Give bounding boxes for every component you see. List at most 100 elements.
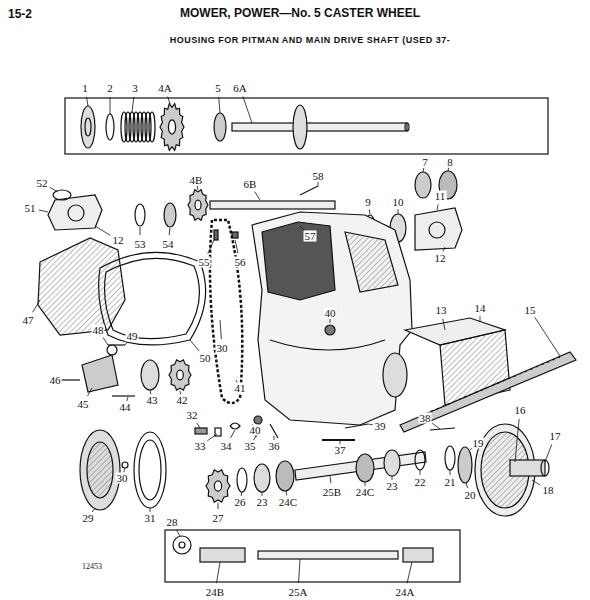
callout-number: 23 bbox=[256, 497, 269, 508]
callout-number: 28 bbox=[166, 517, 179, 528]
spring-coil bbox=[149, 112, 155, 142]
callout-number: 4A bbox=[157, 83, 172, 94]
leader-line bbox=[168, 97, 170, 104]
leader-line bbox=[450, 470, 451, 475]
callout-number: 41 bbox=[234, 383, 247, 394]
leader-line bbox=[535, 318, 560, 356]
callout-number: 6A bbox=[232, 83, 247, 94]
callout-number: 18 bbox=[542, 485, 555, 496]
leader-line bbox=[480, 316, 481, 322]
leader-line bbox=[432, 423, 440, 429]
leader-line bbox=[515, 419, 519, 462]
callout-number: 54 bbox=[162, 239, 175, 250]
sprocket bbox=[160, 104, 184, 151]
drive-chain bbox=[210, 220, 242, 403]
callout-number: 1 bbox=[81, 83, 89, 94]
leader-line bbox=[254, 436, 256, 440]
callout-number: 38 bbox=[419, 413, 432, 424]
leader-line bbox=[86, 97, 88, 106]
sprocket-hub bbox=[214, 481, 221, 491]
callout-number: 12 bbox=[112, 235, 125, 246]
callout-number: 52 bbox=[36, 178, 49, 189]
callout-number: 45 bbox=[77, 399, 90, 410]
sprocket bbox=[169, 360, 191, 390]
leader-line bbox=[190, 340, 199, 351]
leader-line bbox=[39, 210, 48, 212]
callout-number: 24A bbox=[395, 587, 416, 598]
figure-number: 12453 bbox=[81, 563, 103, 571]
leader-line bbox=[92, 508, 95, 512]
callout-number: 24B bbox=[205, 587, 225, 598]
leader-line bbox=[33, 300, 40, 312]
callout-number: 43 bbox=[146, 395, 159, 406]
lower-parts bbox=[80, 430, 472, 510]
sprocket bbox=[188, 190, 208, 220]
callout-number: 40 bbox=[249, 425, 262, 436]
page-number: 15-2 bbox=[7, 8, 33, 20]
callout-number: 31 bbox=[144, 513, 157, 524]
callout-number: 48 bbox=[92, 325, 105, 336]
leader-line bbox=[197, 186, 199, 190]
callout-number: 8 bbox=[446, 157, 454, 168]
leader-line bbox=[220, 320, 221, 339]
leader-line bbox=[369, 209, 371, 214]
leader-line bbox=[299, 559, 300, 583]
leader-line bbox=[103, 337, 108, 345]
callout-number: 11 bbox=[434, 191, 447, 202]
top-parts bbox=[81, 104, 409, 151]
callout-number: 12 bbox=[434, 253, 447, 264]
leader-line bbox=[286, 491, 288, 495]
leader-line bbox=[300, 226, 304, 230]
callout-number: 26 bbox=[234, 497, 247, 508]
callout-number: 9 bbox=[364, 197, 372, 208]
sprocket-hub bbox=[177, 370, 184, 380]
callout-number: 39 bbox=[374, 421, 387, 432]
callout-number: 27 bbox=[212, 513, 225, 524]
callout-number: 10 bbox=[392, 197, 405, 208]
callout-number: 55 bbox=[198, 257, 211, 268]
leader-line bbox=[127, 397, 128, 401]
bottom-parts bbox=[173, 536, 433, 562]
sprocket bbox=[206, 470, 230, 502]
callout-number: 29 bbox=[82, 513, 95, 524]
callout-number: 15 bbox=[524, 305, 537, 316]
callout-number: 30 bbox=[216, 343, 229, 354]
callout-number: 49 bbox=[126, 331, 139, 342]
callout-number: 23 bbox=[386, 481, 399, 492]
callout-number: 37 bbox=[334, 445, 347, 456]
callout-number: 46 bbox=[49, 375, 62, 386]
callout-number: 16 bbox=[514, 405, 527, 416]
leader-line bbox=[243, 97, 252, 123]
callout-number: 56 bbox=[234, 257, 247, 268]
leader-line bbox=[140, 227, 141, 235]
callout-number: 34 bbox=[220, 441, 233, 452]
callout-number: 32 bbox=[186, 410, 199, 421]
leader-line bbox=[398, 209, 399, 214]
leader-line bbox=[235, 240, 238, 253]
callout-number: 19 bbox=[472, 438, 485, 449]
callout-number: 51 bbox=[24, 203, 37, 214]
callout-number: 24C bbox=[355, 487, 375, 498]
leader-line bbox=[197, 423, 200, 428]
leader-line bbox=[407, 562, 412, 583]
callout-number: 24C bbox=[278, 497, 298, 508]
leader-line bbox=[532, 480, 540, 485]
callout-number: 6B bbox=[243, 179, 258, 190]
leader-line bbox=[423, 168, 425, 172]
callout-number: 47 bbox=[22, 315, 35, 326]
caster-wheel bbox=[430, 424, 549, 516]
leader-line bbox=[219, 97, 220, 113]
callout-number: 14 bbox=[474, 303, 487, 314]
leader-line bbox=[110, 97, 111, 114]
leader-line bbox=[330, 476, 332, 483]
callout-number: 58 bbox=[312, 171, 325, 182]
callout-number: 25A bbox=[288, 587, 309, 598]
leader-line bbox=[392, 476, 393, 480]
group-frame bbox=[65, 98, 548, 154]
callout-number: 33 bbox=[194, 441, 207, 452]
leader-line bbox=[176, 530, 180, 536]
callout-number: 22 bbox=[414, 477, 427, 488]
callout-number: 50 bbox=[199, 353, 212, 364]
callout-number: 3 bbox=[131, 83, 139, 94]
